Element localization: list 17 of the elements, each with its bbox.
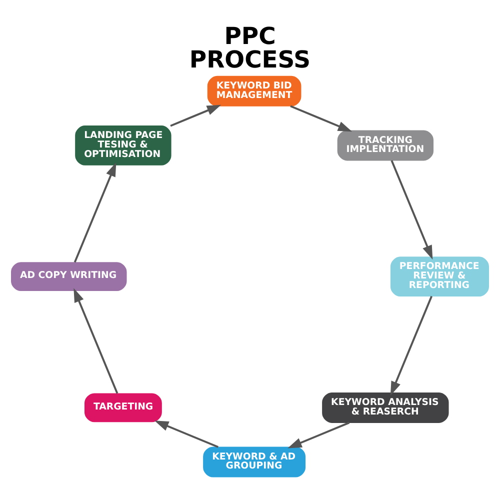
diagram-title: PPC PROCESS xyxy=(189,22,311,74)
node-box: PERFORMANCE REVIEW & REPORTING xyxy=(390,256,489,297)
node-box: TRACKING IMPLENTATION xyxy=(337,130,434,161)
arrow xyxy=(74,162,116,263)
node-box: LANDING PAGE TESING & OPTIMISATION xyxy=(75,126,172,166)
node-box: KEYWORD & AD GROUPING xyxy=(203,446,306,478)
arrow xyxy=(290,105,352,132)
node-box: KEYWORD ANALYSIS & REASERCH xyxy=(322,392,449,423)
arrow xyxy=(390,296,432,396)
arrow xyxy=(170,104,222,127)
arrow xyxy=(74,288,118,394)
node-box: TARGETING xyxy=(84,393,162,422)
node-box: KEYWORD BID MANAGEMENT xyxy=(207,76,302,106)
arrow xyxy=(288,422,350,448)
arrow xyxy=(154,420,218,448)
node-box: AD COPY WRITING xyxy=(11,262,127,292)
arrow xyxy=(390,160,433,260)
